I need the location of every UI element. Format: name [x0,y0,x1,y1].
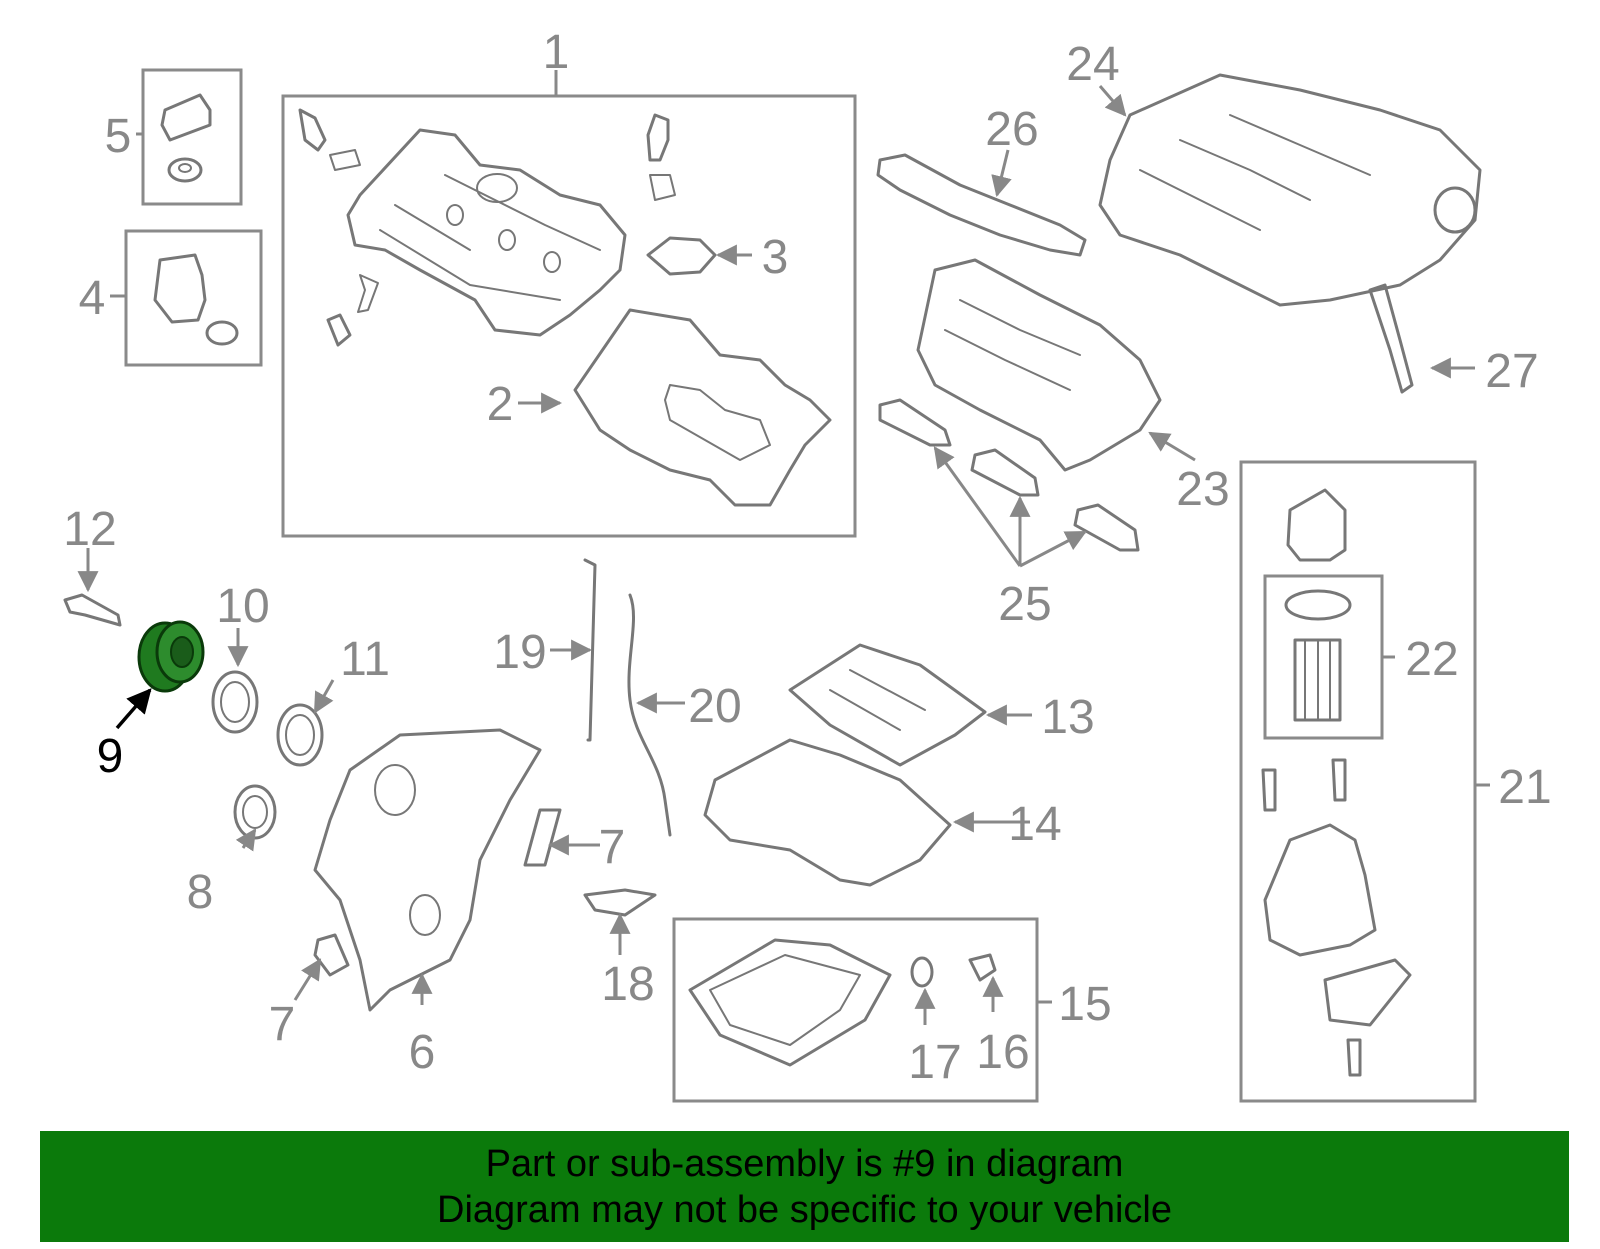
info-banner-background [40,1131,1569,1242]
baffle-13-drawing [788,643,987,767]
covers-7-drawing [313,808,562,977]
pcv-valve-drawing [153,253,239,346]
label-7b: 7 [269,998,296,1051]
callout-labels: 1 2 3 4 5 6 7 7 8 9 10 11 12 13 14 15 16… [63,26,1551,1089]
upper-intake-manifold-24-drawing [1098,73,1482,307]
label-11: 11 [340,633,390,686]
upper-oil-pan-14-drawing [703,738,952,887]
label-27: 27 [1485,345,1538,398]
valve-cover-drawing [298,108,676,347]
info-banner: Part or sub-assembly is #9 in diagram Di… [40,1131,1569,1242]
label-9: 9 [97,730,124,783]
label-10: 10 [216,580,269,633]
label-12: 12 [63,503,116,556]
label-19: 19 [493,626,546,679]
label-13: 13 [1041,691,1094,744]
gasket-3-drawing [646,236,717,276]
bracket-18-drawing [583,888,657,917]
label-3: 3 [762,231,789,284]
label-14: 14 [1008,798,1061,851]
label-22: 22 [1405,633,1458,686]
leader-lines [77,70,1490,1025]
label-24: 24 [1066,38,1119,91]
dipstick-19-drawing [583,558,597,742]
box-oil-filter [1263,574,1384,740]
oil-cap-drawing [160,93,212,183]
label-8: 8 [187,866,214,919]
label-15: 15 [1058,978,1111,1031]
label-18: 18 [601,958,654,1011]
bracket-27-drawing [1368,283,1414,394]
label-16: 16 [976,1026,1029,1079]
crankshaft-pulley-9-drawing[interactable] [137,620,205,693]
box-pcv-valve [124,229,263,367]
box-oil-cap [141,68,243,206]
oil-filter-housing-drawing [1261,758,1412,1077]
box-valve-cover-assembly [281,94,857,538]
label-4: 4 [79,272,106,325]
label-20: 20 [688,680,741,733]
label-21: 21 [1498,761,1551,814]
valve-cover-gasket-drawing [573,308,832,507]
lower-oil-pan-drawing [688,938,997,1067]
box-oil-pan-assembly [672,917,1039,1103]
box-oil-filter-housing-assembly [1239,460,1477,1103]
timing-cover-drawing [313,728,542,1012]
bolt-12-drawing [63,593,122,627]
banner-line-part-number: Part or sub-assembly is #9 in diagram [485,1142,1124,1185]
label-25: 25 [998,578,1051,631]
gaskets-25-drawing [878,398,1140,552]
label-5: 5 [105,110,132,163]
label-23: 23 [1176,463,1229,516]
label-26: 26 [985,103,1038,156]
lower-intake-manifold-23-drawing [916,258,1162,472]
seals-drawing [211,670,324,840]
label-17: 17 [908,1036,961,1089]
label-6: 6 [409,1026,436,1079]
label-1: 1 [543,26,570,79]
label-2: 2 [487,378,514,431]
label-7a: 7 [599,821,626,874]
intake-gasket-26-drawing [876,153,1087,257]
oil-filter-cap-drawing [1284,488,1352,722]
dipstick-tube-20-drawing [627,593,672,837]
banner-line-disclaimer: Diagram may not be specific to your vehi… [437,1188,1172,1231]
